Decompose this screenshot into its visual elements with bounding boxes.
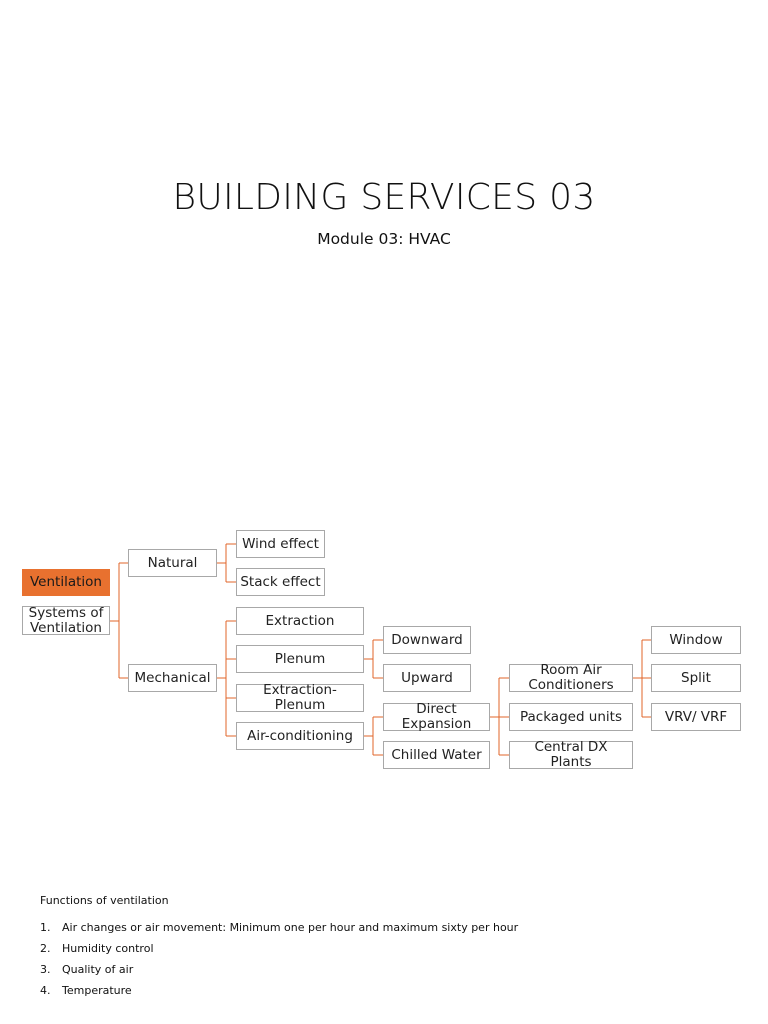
node-plenum: Plenum xyxy=(236,645,364,673)
node-systems-of-ventilation: Systems of Ventilation xyxy=(22,605,110,635)
node-split: Split xyxy=(651,664,741,692)
list-item-text: Humidity control xyxy=(62,942,154,955)
page-title: BUILDING SERVICES 03 xyxy=(172,177,596,218)
node-room-air-conditioners: Room Air Conditioners xyxy=(509,663,633,693)
connector-dx xyxy=(490,677,509,756)
connector-mechanical xyxy=(217,620,236,737)
node-packaged-units: Packaged units xyxy=(509,703,633,731)
connector-root xyxy=(110,562,128,679)
node-downward: Downward xyxy=(383,626,471,654)
node-chilled-water: Chilled Water xyxy=(383,741,490,769)
node-direct-expansion: Direct Expansion xyxy=(383,702,490,732)
node-window: Window xyxy=(651,626,741,654)
list-item-text: Quality of air xyxy=(62,963,134,976)
list-item: 1. Air changes or air movement: Minimum o… xyxy=(40,921,730,942)
node-central-dx-plants: Central DX Plants xyxy=(509,740,633,770)
node-extraction: Extraction xyxy=(236,607,364,635)
list-item-number: 4. xyxy=(40,984,51,997)
node-extraction-plenum: Extraction- Plenum xyxy=(236,683,364,713)
list-item-text: Temperature xyxy=(62,984,132,997)
list-item: 2. Humidity control xyxy=(40,942,730,963)
functions-heading: Functions of ventilation xyxy=(40,894,169,907)
functions-section: Functions of ventilation 1. Air changes o… xyxy=(40,894,730,1005)
functions-list: 1. Air changes or air movement: Minimum o… xyxy=(40,921,730,1005)
list-item: 4. Temperature xyxy=(40,984,730,1005)
list-item-number: 2. xyxy=(40,942,51,955)
connector-room-ac xyxy=(633,639,651,718)
connector-ac xyxy=(364,716,383,756)
node-air-conditioning: Air-conditioning xyxy=(236,722,364,750)
page-subtitle: Module 03: HVAC xyxy=(317,230,451,248)
node-mechanical: Mechanical xyxy=(128,664,217,692)
node-natural: Natural xyxy=(128,549,217,577)
list-item-number: 3. xyxy=(40,963,51,976)
node-stack-effect: Stack effect xyxy=(236,568,325,596)
list-item-number: 1. xyxy=(40,921,51,934)
node-upward: Upward xyxy=(383,664,471,692)
list-item-text: Air changes or air movement: Minimum one… xyxy=(62,921,519,934)
node-vrv-vrf: VRV/ VRF xyxy=(651,703,741,731)
connector-plenum xyxy=(364,639,383,679)
connector-natural xyxy=(217,543,236,583)
node-wind-effect: Wind effect xyxy=(236,530,325,558)
node-ventilation: Ventilation xyxy=(22,569,110,596)
list-item: 3. Quality of air xyxy=(40,963,730,984)
